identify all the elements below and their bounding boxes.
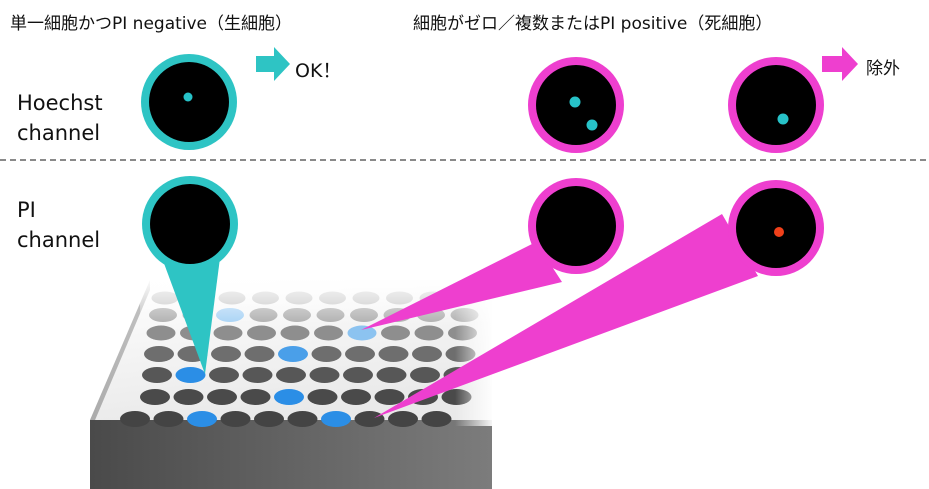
well	[376, 367, 407, 383]
row-label-line: channel	[17, 121, 101, 145]
well	[144, 346, 174, 362]
row-label-hoechst: Hoechst channel	[17, 88, 103, 148]
well	[211, 346, 241, 362]
well	[153, 411, 184, 427]
well	[378, 346, 409, 362]
well	[173, 389, 204, 405]
well	[388, 411, 418, 427]
well	[412, 346, 442, 362]
hoechst-image-dead	[728, 57, 824, 153]
row-label-line: channel	[17, 228, 101, 252]
well	[410, 367, 440, 383]
pi-signal	[774, 227, 784, 237]
well	[213, 325, 243, 341]
well	[309, 367, 340, 383]
well	[254, 411, 284, 427]
pointer-pass	[162, 258, 220, 374]
well	[311, 346, 342, 362]
pi-image-pass	[142, 176, 238, 272]
well	[314, 325, 343, 341]
well	[347, 325, 377, 341]
well	[187, 411, 217, 427]
well	[120, 411, 150, 427]
well	[307, 389, 338, 405]
well	[140, 389, 170, 405]
well	[142, 367, 172, 383]
well	[287, 411, 318, 427]
well	[242, 367, 273, 383]
well	[381, 325, 410, 341]
plate-left-face	[90, 280, 150, 432]
well	[240, 389, 271, 405]
row-label-line: Hoechst	[17, 91, 103, 115]
hoechst-image-pass	[141, 54, 237, 150]
well	[345, 346, 375, 362]
plate-front-face	[90, 420, 492, 489]
nucleus	[777, 113, 789, 125]
well	[175, 367, 206, 383]
well	[207, 389, 237, 405]
nucleus	[586, 119, 598, 131]
well	[146, 325, 176, 341]
well	[280, 325, 310, 341]
nucleus	[569, 96, 581, 108]
well	[414, 325, 444, 341]
well	[354, 411, 385, 427]
well	[321, 411, 351, 427]
hoechst-image-multi	[528, 57, 624, 153]
outcome-exclude: 除外	[866, 59, 900, 79]
row-label-line: PI	[17, 198, 36, 222]
well	[278, 346, 308, 362]
arrow-right-icon	[256, 47, 290, 81]
pointer-fail-1	[361, 242, 562, 330]
arrow-right-icon	[822, 47, 858, 81]
pointer-fail-2	[374, 214, 758, 418]
well	[209, 367, 239, 383]
well	[374, 389, 405, 405]
well	[247, 325, 276, 341]
well	[341, 389, 371, 405]
heading-excluded-cells: 細胞がゼロ／複数またはPI positive（死細胞）	[413, 14, 773, 34]
row-label-pi: PI channel	[17, 195, 100, 255]
well	[421, 411, 452, 427]
well	[244, 346, 275, 362]
heading-live-cells: 単一細胞かつPI negative（生細胞）	[10, 14, 293, 34]
nucleus	[183, 92, 193, 102]
pi-image-dead	[728, 180, 824, 276]
well	[220, 411, 251, 427]
well	[343, 367, 373, 383]
well	[276, 367, 306, 383]
well	[274, 389, 304, 405]
outcome-ok: OK！	[295, 60, 342, 82]
pi-image-multi	[528, 178, 624, 274]
